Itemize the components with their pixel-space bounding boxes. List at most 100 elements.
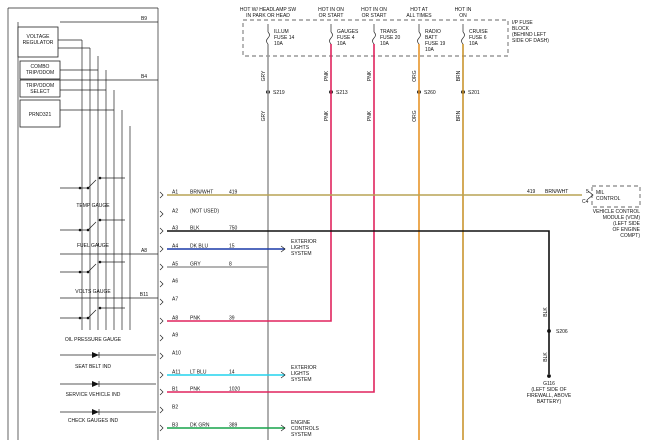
connector-color-B1: PNK	[190, 387, 201, 393]
connector-circuit-B1: 1020	[229, 387, 240, 393]
gauge-label-4: OIL PRESSURE GAUGE	[65, 337, 122, 343]
splice-label-S206: S206	[556, 329, 568, 335]
ground-wire-color-top: BLK	[543, 307, 549, 317]
connector-circuit-A11: 14	[229, 370, 235, 376]
prnd321-label: PRND321	[29, 112, 52, 118]
connector-pin-A4: A4	[172, 244, 178, 250]
gauge-node	[78, 270, 82, 274]
splice-dot-S206	[547, 329, 551, 333]
indicator-diode-icon	[92, 352, 99, 358]
indicator-label-1: SEAT BELT IND	[75, 364, 111, 370]
connector-pin-B1: B1	[172, 387, 178, 393]
cluster-bus-pin-B4: B4	[141, 74, 147, 80]
connector-color-A3: BLK	[190, 226, 200, 232]
connector-pin-mark	[159, 298, 164, 306]
connector-color-A2: (NOT USED)	[190, 209, 219, 215]
pnk-b1-wire	[167, 44, 375, 393]
connector-pin-mark	[159, 227, 164, 235]
gauge-switch-arm	[87, 309, 97, 319]
pnk-a8-wire	[167, 44, 332, 322]
connector-pin-mark	[159, 210, 164, 218]
connector-pin-A9: A9	[172, 333, 178, 339]
vcm-outline	[591, 185, 641, 208]
connector-circuit-A1: 419	[229, 190, 238, 196]
fuse-icon	[266, 31, 270, 45]
vcm-pin-mark	[587, 190, 594, 200]
connector-pin-B2: B2	[172, 405, 178, 411]
gauge-terminal	[86, 316, 90, 320]
prnd321-box	[19, 99, 61, 128]
fuse-wire-color-bot-1: GRY	[261, 110, 267, 121]
fuse-wire-color-bot-3: PNK	[367, 110, 373, 121]
connector-color-A1: BRN/WHT	[190, 190, 213, 196]
ground-wire-color-bot: BLK	[543, 352, 549, 362]
connector-pin-mark	[159, 245, 164, 253]
fuse-wire-color-top-4: ORG	[412, 70, 418, 82]
blk-ground-wire	[167, 230, 550, 374]
connector-pin-mark	[159, 371, 164, 379]
vcm-wire-color: BRN/WHT	[545, 189, 568, 195]
gauge-label-3: VOLTS GAUGE	[75, 289, 111, 295]
gauge-label-2: FUEL GAUGE	[77, 243, 110, 249]
splice-label-S219: S219	[273, 90, 285, 96]
gauge-node	[78, 316, 82, 320]
fuse-icon	[461, 31, 465, 45]
vcm-connector-id: C4	[582, 199, 589, 205]
connector-pin-A1: A1	[172, 190, 178, 196]
connector-pin-mark	[159, 263, 164, 271]
connector-pin-A6: A6	[172, 279, 178, 285]
system-arrow-icon	[280, 245, 286, 253]
fuse-wire-color-top-3: PNK	[367, 70, 373, 81]
gauge-switch-arm	[87, 179, 97, 189]
indicator-diode-icon	[92, 409, 99, 415]
gauge-node	[78, 228, 82, 232]
connector-pin-mark	[159, 388, 164, 396]
connector-circuit-A3: 750	[229, 226, 238, 232]
trip-odom-select-box	[19, 79, 61, 98]
vcm-circuit-number: 419	[527, 189, 536, 195]
cluster-bus-pin-B9: B9	[141, 16, 147, 22]
connector-pin-A8: A8	[172, 316, 178, 322]
gauge-node	[78, 186, 82, 190]
fuse-wire-color-bot-2: PNK	[324, 110, 330, 121]
indicator-diode-icon	[92, 381, 99, 387]
system-arrow-icon	[280, 424, 286, 432]
connector-pin-mark	[159, 406, 164, 414]
system-arrow-icon	[280, 371, 286, 379]
cluster-bus-pin-A8: A8	[141, 248, 147, 254]
indicator-label-3: CHECK GAUGES IND	[68, 418, 119, 424]
ground-id-label: G116	[543, 381, 555, 387]
connector-pin-mark	[159, 352, 164, 360]
vcm-pin-number: 5	[586, 189, 589, 195]
connector-pin-A5: A5	[172, 262, 178, 268]
connector-pin-mark	[159, 334, 164, 342]
fuse-icon	[417, 31, 421, 45]
splice-label-S260: S260	[424, 90, 436, 96]
gauge-terminal	[86, 270, 90, 274]
connector-pin-mark	[159, 191, 164, 199]
ip-fuse-block-outline	[242, 19, 509, 57]
connector-pin-A11: A11	[172, 370, 181, 376]
voltage-regulator-box	[17, 26, 59, 58]
connector-circuit-B3: 389	[229, 423, 238, 429]
connector-circuit-A4: 15	[229, 244, 235, 250]
fuse-icon	[329, 31, 333, 45]
connector-pin-mark	[159, 280, 164, 288]
connector-pin-A7: A7	[172, 297, 178, 303]
connector-pin-A10: A10	[172, 351, 181, 357]
